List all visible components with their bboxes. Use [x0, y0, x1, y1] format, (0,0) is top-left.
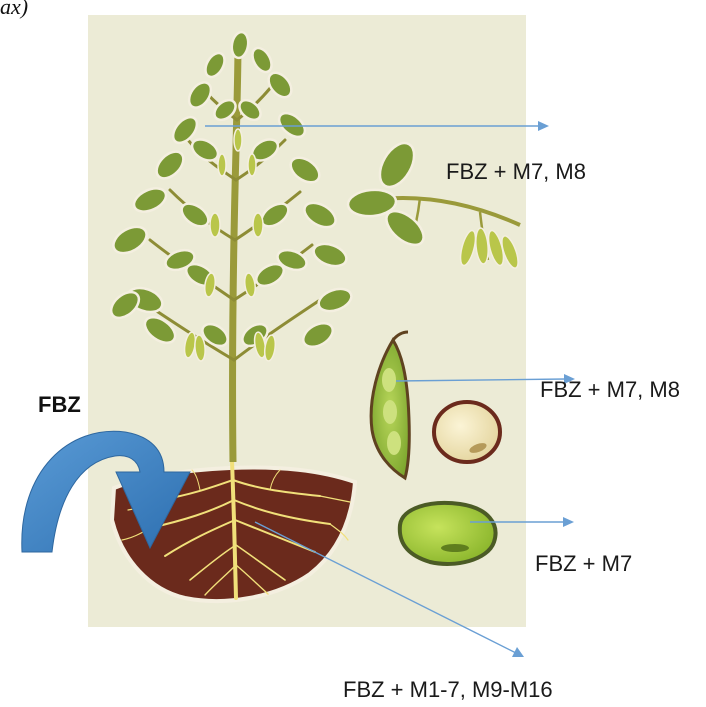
green-seed	[400, 503, 496, 564]
pale-seed	[434, 402, 500, 462]
arrow-leaves-head	[538, 121, 549, 131]
caption-fragment: ax)	[0, 0, 28, 20]
arrow-seed-head	[563, 517, 574, 527]
label-pod: FBZ + M7, M8	[540, 377, 680, 403]
input-label: FBZ	[38, 392, 81, 418]
label-seed: FBZ + M7	[535, 551, 632, 577]
label-roots: FBZ + M1-7, M9-M16	[343, 677, 553, 703]
label-leaves: FBZ + M7, M8	[446, 159, 586, 185]
